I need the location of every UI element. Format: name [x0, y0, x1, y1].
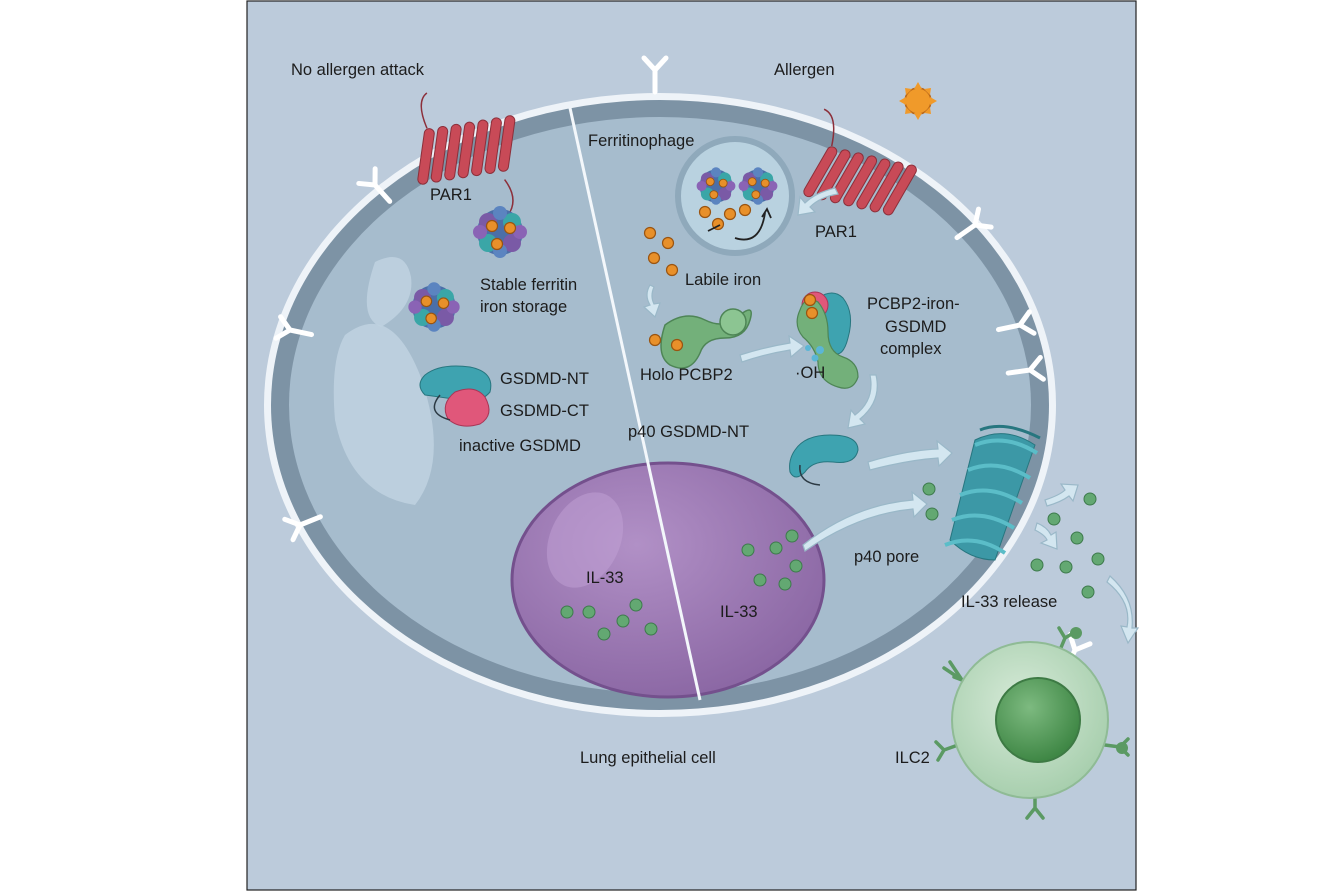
labels: No allergen attack Allergen PAR1 PAR1 St…: [291, 61, 1057, 767]
par1-receptor-right: [801, 108, 919, 238]
flow-arrows: [642, 187, 1140, 645]
label-gsdmd-nt: GSDMD-NT: [500, 370, 589, 388]
p40-pore: [944, 424, 1041, 561]
nucleus-highlight: [546, 492, 624, 588]
cytoplasm: [289, 117, 1031, 693]
label-il33-release: IL-33 release: [961, 593, 1057, 611]
arrow-p40-pore: [867, 439, 953, 471]
divider-line: [568, 107, 702, 701]
allergen-particle: [899, 82, 937, 120]
label-pcbp2-complex-2: GSDMD: [885, 318, 947, 336]
holo-pcbp2: [648, 308, 752, 369]
er-shape: [333, 323, 434, 505]
arrow-release-1: [1044, 483, 1079, 507]
label-gsdmd-ct: GSDMD-CT: [500, 402, 589, 420]
label-p40-gsdmd-nt: p40 GSDMD-NT: [628, 423, 749, 441]
arrow-release-2: [1034, 522, 1058, 550]
label-ferritinophage: Ferritinophage: [588, 132, 694, 150]
label-hydroxyl-radical: ·OH: [795, 364, 825, 382]
arrow-holo-complex: [739, 334, 805, 363]
ferritinophage: [675, 136, 795, 256]
label-par1-left: PAR1: [430, 186, 472, 204]
arrow-par1-ferritinophage: [797, 187, 839, 216]
p40-gsdmd-nt-shape: [789, 434, 859, 486]
vesicle-shape: [366, 257, 412, 327]
arrow-labile-holo: [642, 284, 661, 319]
label-lung-epithelial-cell: Lung epithelial cell: [580, 749, 716, 767]
ilc2-cell: [934, 626, 1130, 820]
label-inactive-gsdmd: inactive GSDMD: [459, 437, 581, 455]
arrow-il33-exit: [802, 490, 928, 552]
label-pcbp2-complex-1: PCBP2-iron-: [867, 295, 960, 313]
label-il33-right: IL-33: [720, 603, 758, 621]
label-p40-pore: p40 pore: [854, 548, 919, 566]
label-il33-left: IL-33: [586, 569, 624, 587]
label-pcbp2-complex-3: complex: [880, 340, 942, 358]
label-allergen: Allergen: [774, 61, 835, 79]
label-stable-ferritin-2: iron storage: [480, 298, 567, 316]
label-ilc2: ILC2: [895, 749, 930, 767]
label-stable-ferritin-1: Stable ferritin: [480, 276, 577, 294]
arrow-complex-p40: [847, 374, 878, 429]
label-no-allergen: No allergen attack: [291, 61, 425, 79]
inactive-gsdmd-shape: [419, 365, 492, 427]
arrow-to-ilc2: [1106, 575, 1140, 645]
label-labile-iron: Labile iron: [685, 271, 761, 289]
label-holo-pcbp2: Holo PCBP2: [640, 366, 733, 384]
pcbp2-gsdmd-complex: [796, 291, 859, 389]
label-par1-right: PAR1: [815, 223, 857, 241]
